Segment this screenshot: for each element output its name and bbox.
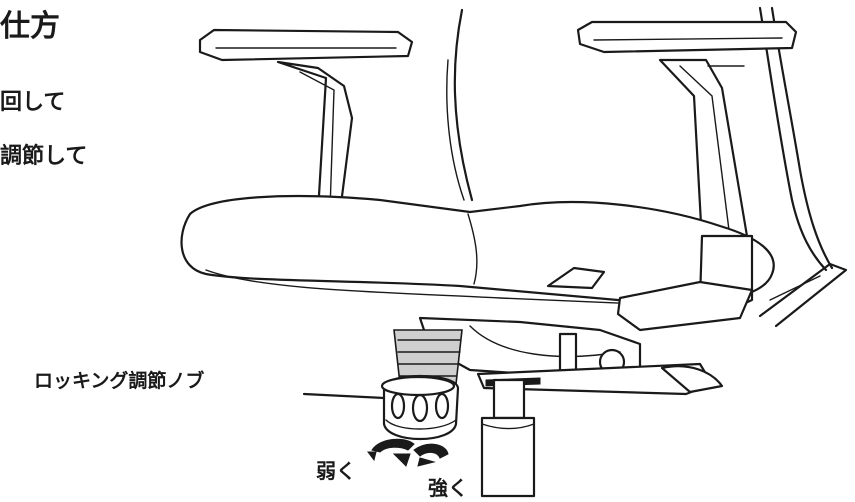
- knob-leader-line: [302, 392, 386, 400]
- section-heading: 仕方: [0, 9, 60, 44]
- instruction-line-2: 調節して: [0, 144, 88, 169]
- strong-label: 強く: [428, 476, 468, 500]
- weak-label: 弱く: [316, 459, 356, 483]
- weak-direction-arrow: [367, 438, 415, 467]
- knob-label: ロッキング調節ノブ: [34, 370, 205, 392]
- instruction-line-1: 回して: [0, 90, 66, 115]
- seat-cushion: [180, 194, 775, 305]
- strong-direction-arrow: [413, 443, 449, 467]
- tension-knob[interactable]: [380, 329, 463, 440]
- backrest: [446, 6, 834, 272]
- right-arm-bracket: [616, 234, 754, 332]
- gas-cylinder: [480, 378, 536, 498]
- left-armrest: [198, 28, 414, 214]
